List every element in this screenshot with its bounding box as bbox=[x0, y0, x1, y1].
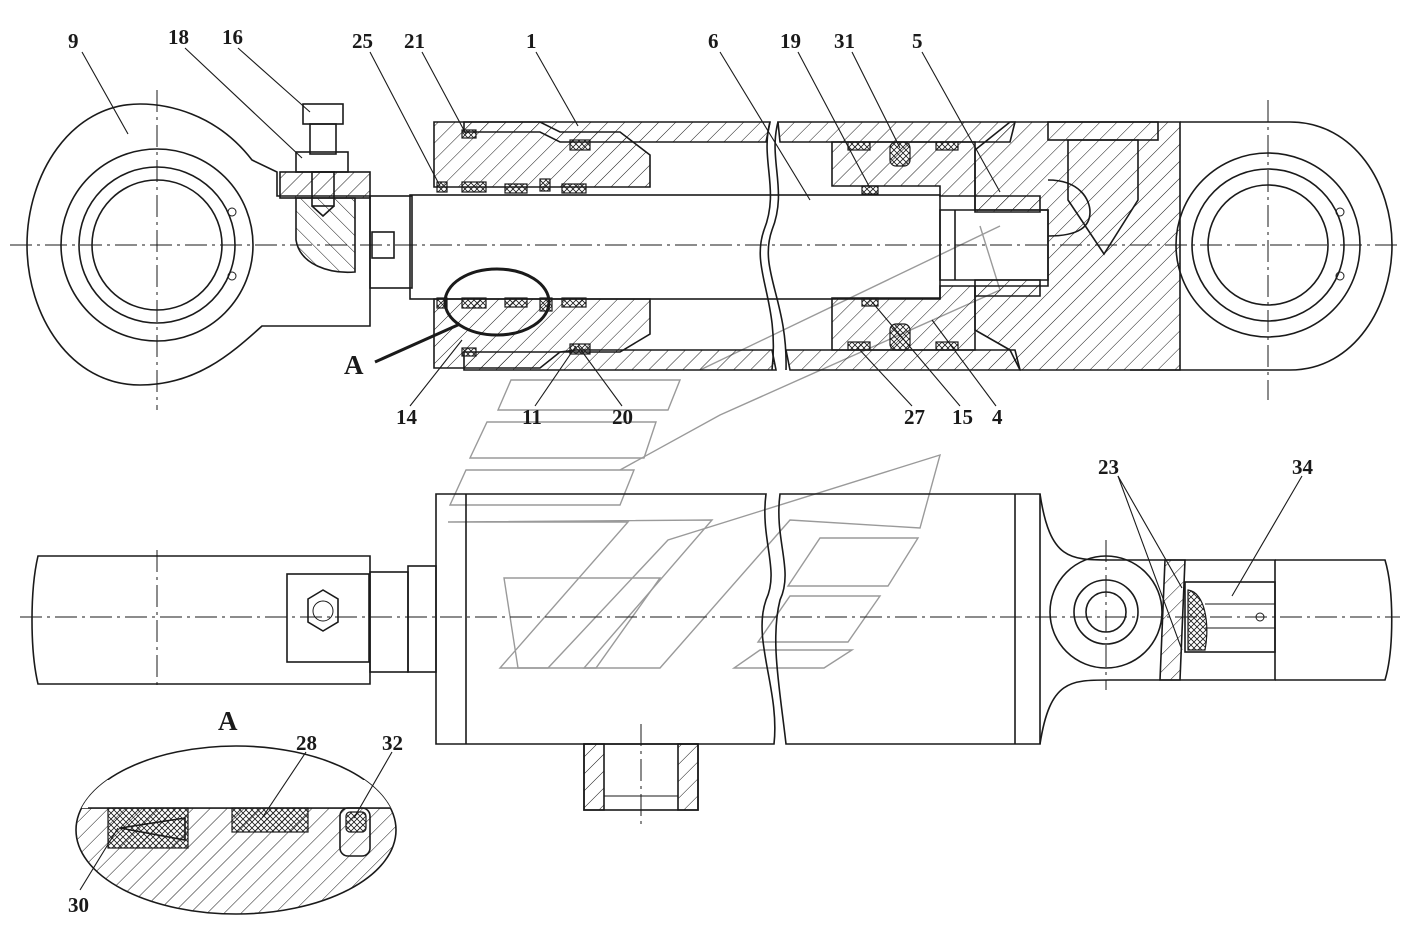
callout-18: 18 bbox=[168, 25, 189, 49]
rod-eye-body bbox=[26, 103, 371, 386]
detail-a-title: A bbox=[218, 706, 238, 736]
tube-wall-lower-right bbox=[785, 349, 1022, 371]
callout-4: 4 bbox=[992, 405, 1003, 429]
callout-19: 19 bbox=[780, 29, 801, 53]
callout-6: 6 bbox=[708, 29, 719, 53]
callout-labels: 9 18 16 25 21 1 6 19 31 5 14 11 20 27 15… bbox=[68, 25, 1314, 917]
clamp-block bbox=[279, 171, 371, 199]
piston-rod bbox=[409, 194, 941, 300]
lock-nut bbox=[295, 151, 349, 173]
callout-9: 9 bbox=[68, 29, 79, 53]
cylinder-barrel-left bbox=[435, 493, 776, 745]
callout-25: 25 bbox=[352, 29, 373, 53]
detail-a-marker-circle bbox=[443, 267, 551, 337]
callout-31: 31 bbox=[834, 29, 855, 53]
rod-eye-side bbox=[31, 555, 371, 685]
exterior-view bbox=[20, 493, 1400, 826]
cylinder-barrel-right bbox=[774, 493, 1041, 745]
callout-28: 28 bbox=[296, 731, 317, 755]
watermark-logo bbox=[447, 225, 1001, 669]
callout-5: 5 bbox=[912, 29, 923, 53]
callout-20: 20 bbox=[612, 405, 633, 429]
grease-cap bbox=[1187, 589, 1208, 651]
clamp-block-side bbox=[286, 573, 370, 663]
callout-14: 14 bbox=[396, 405, 418, 429]
leader-lines bbox=[79, 47, 1303, 891]
callout-11: 11 bbox=[522, 405, 542, 429]
bolt-shank bbox=[311, 171, 335, 207]
seal-28 bbox=[231, 807, 309, 833]
tube-wall-lower-left bbox=[463, 349, 777, 371]
piston-upper bbox=[831, 141, 976, 197]
callout-16: 16 bbox=[222, 25, 243, 49]
bolt-head bbox=[302, 103, 344, 125]
callout-34: 34 bbox=[1292, 455, 1314, 479]
end-cap bbox=[974, 121, 1181, 371]
rod-end-section bbox=[295, 197, 356, 274]
detail-a-view bbox=[75, 745, 397, 915]
callout-32: 32 bbox=[382, 731, 403, 755]
hex-nut bbox=[307, 589, 339, 632]
callout-21: 21 bbox=[404, 29, 425, 53]
tube-wall-upper-right bbox=[777, 121, 1017, 143]
port-fitting bbox=[1067, 139, 1139, 256]
callout-23: 23 bbox=[1098, 455, 1119, 479]
seal-32 bbox=[345, 811, 367, 833]
callout-1: 1 bbox=[526, 29, 537, 53]
callout-30: 30 bbox=[68, 893, 89, 917]
section-view bbox=[10, 90, 1400, 410]
callout-27: 27 bbox=[904, 405, 925, 429]
callout-15: 15 bbox=[952, 405, 973, 429]
detail-a-marker: A bbox=[344, 350, 364, 380]
